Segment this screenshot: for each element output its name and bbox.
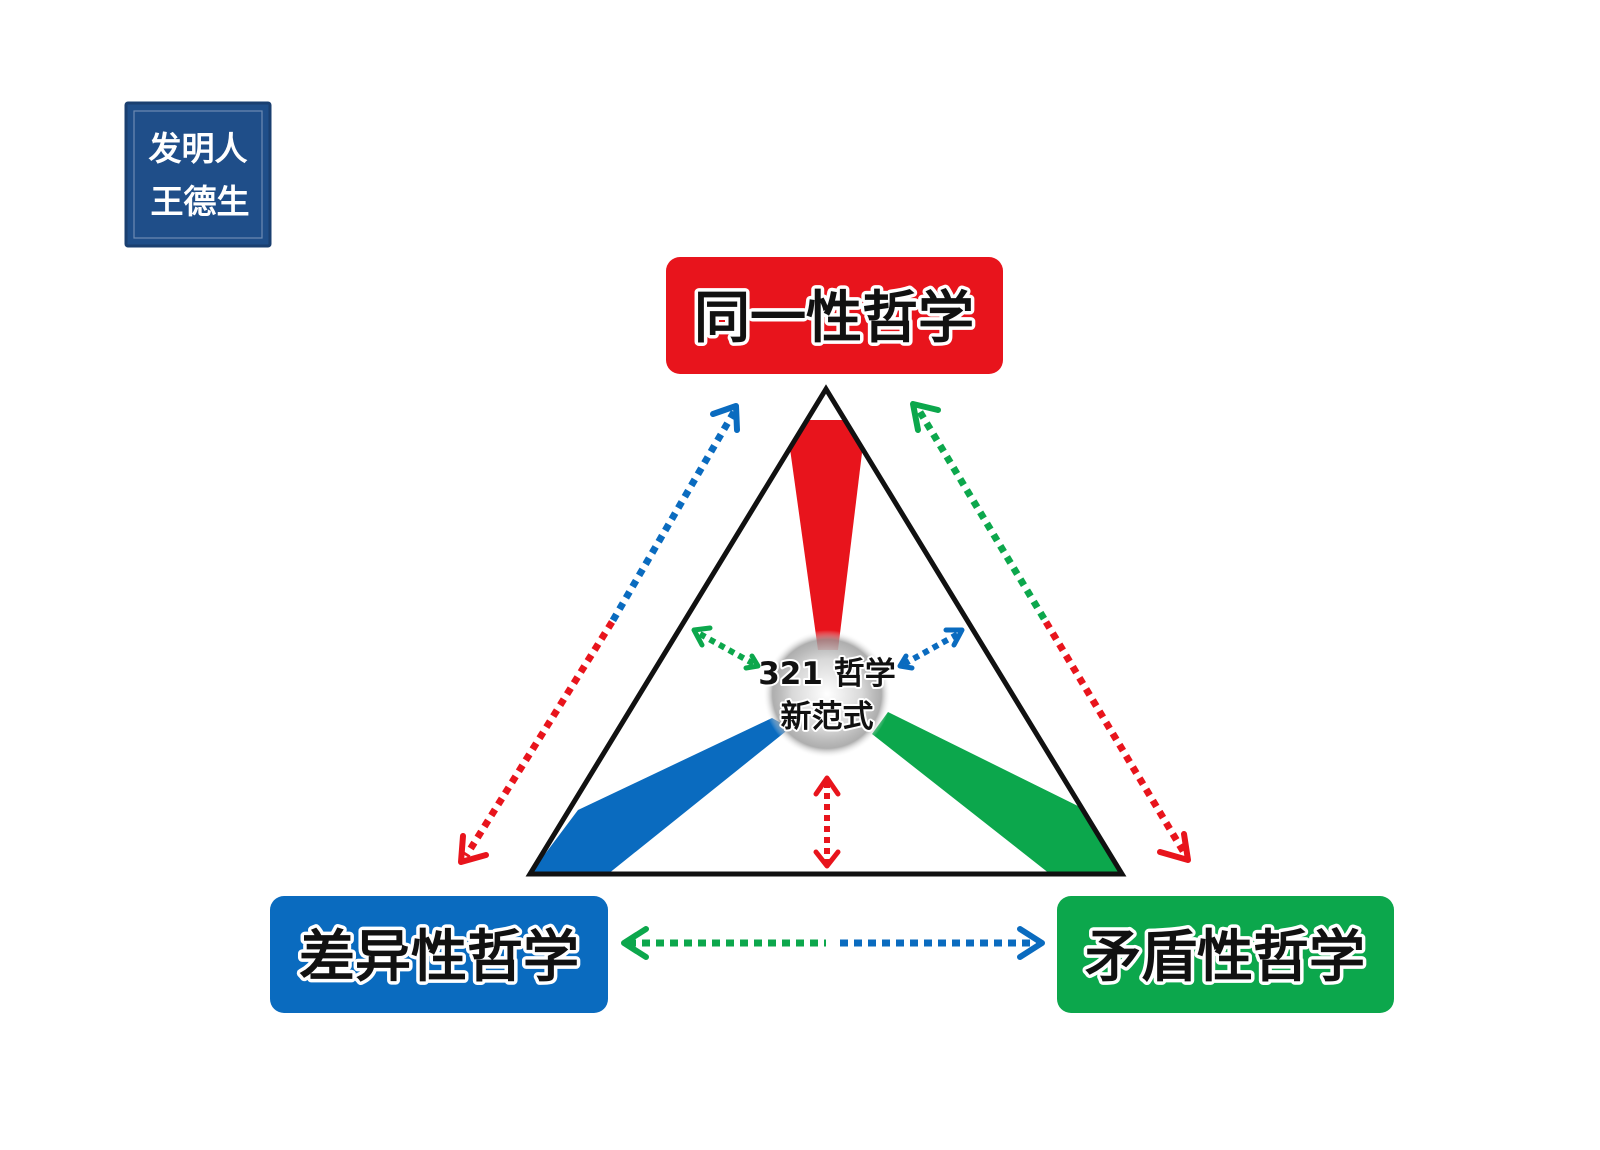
arrowhead-red-down [458, 833, 489, 865]
arrowhead-blue-up [710, 403, 740, 433]
inner-red-arrow [813, 775, 841, 869]
identity-philosophy-box: 同一性哲学 [666, 257, 1003, 374]
right-double-arrow [910, 401, 1191, 863]
triangle-wedges [530, 420, 1122, 874]
difference-philosophy-box: 差异性哲学 [270, 896, 608, 1013]
red-wedge [786, 420, 866, 650]
contradiction-philosophy-label: 矛盾性哲学 [1085, 925, 1365, 990]
inner-green-arrow [691, 625, 761, 671]
arrowhead-red-down-right [1157, 831, 1191, 863]
difference-philosophy-label: 差异性哲学 [299, 925, 579, 990]
blue-wedge [530, 718, 790, 874]
seal-line-1: 发明人 [149, 129, 248, 168]
bottom-double-arrow [621, 926, 1045, 960]
inventor-seal: 发明人 王德生 [124, 101, 272, 248]
center-label-line-1: 321 哲学 [758, 656, 896, 692]
triangle-outline [525, 384, 1127, 877]
seal-line-2: 王德生 [151, 182, 250, 221]
left-double-arrow [458, 403, 740, 865]
inner-blue-arrow [897, 627, 965, 671]
arrowhead-blue-right [1017, 926, 1045, 960]
arrowhead-green-left [621, 926, 649, 960]
center-label-line-2: 新范式 [781, 699, 874, 735]
arrowhead-green-up [910, 401, 941, 433]
contradiction-philosophy-box: 矛盾性哲学 [1057, 896, 1394, 1013]
center-circle [763, 630, 891, 758]
green-wedge [872, 712, 1122, 874]
identity-philosophy-label: 同一性哲学 [694, 286, 974, 351]
